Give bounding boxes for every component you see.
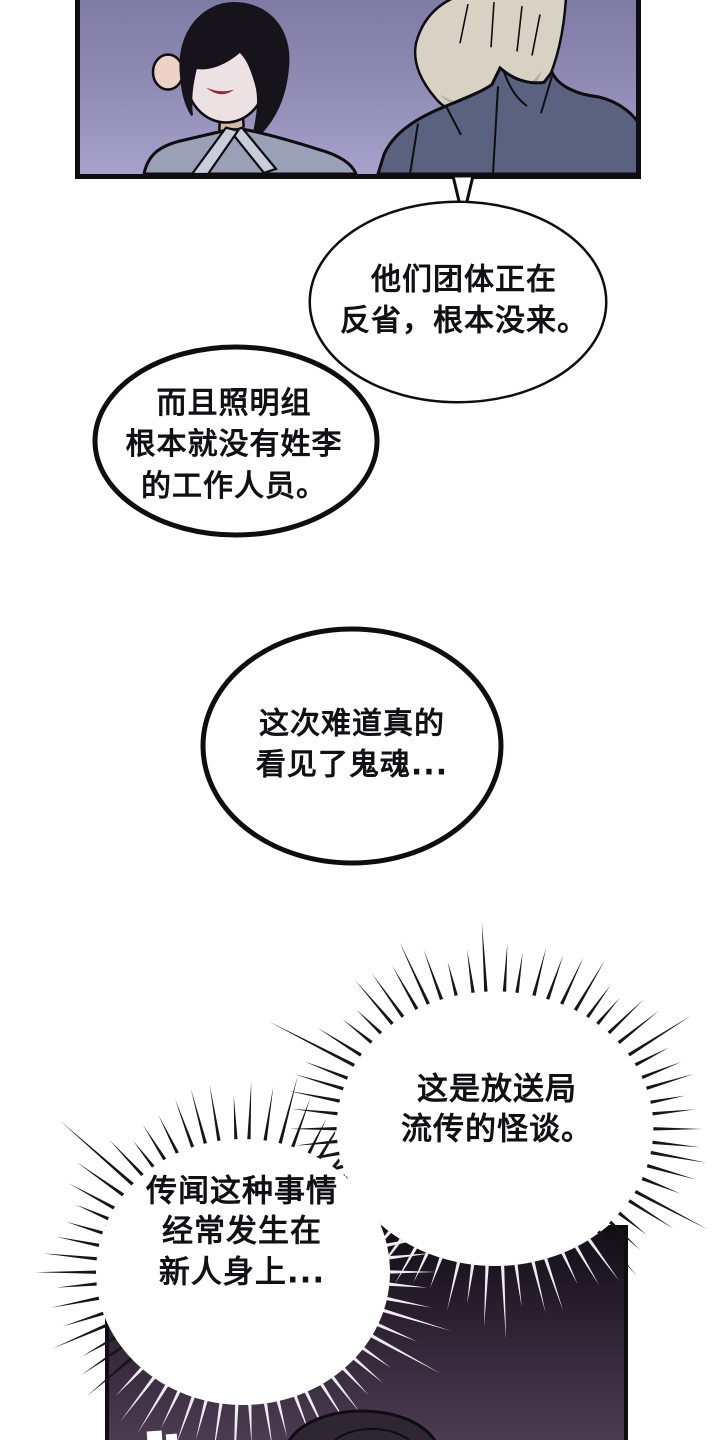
spiky-bubble-left-text: 传闻这种事情 经常发生在 新人身上... bbox=[146, 1172, 338, 1293]
speech-line: 新人身上... bbox=[158, 1254, 326, 1291]
speech-line: 经常发生在 bbox=[162, 1213, 322, 1250]
character-left bbox=[142, 2, 358, 174]
speech-bubble-1-text: 他们团体正在 反省，根本没来。 bbox=[340, 260, 588, 343]
speech-line: 看见了鬼魂... bbox=[255, 748, 449, 783]
character-right-jacket bbox=[376, 65, 636, 174]
scene-panel bbox=[75, 0, 641, 179]
speech-bubble-2-text: 而且照明组 根本就没有姓李 的工作人员。 bbox=[126, 383, 343, 507]
speech-line: 的工作人员。 bbox=[141, 468, 327, 504]
speech-line: 这是放送局 bbox=[417, 1071, 577, 1108]
speech-bubble-3-text: 这次难道真的 看见了鬼魂... bbox=[256, 704, 448, 787]
spiky-bubble-right-text: 这是放送局 流传的怪谈。 bbox=[401, 1070, 593, 1151]
speech-bubble-tail bbox=[451, 174, 475, 219]
speech-line: 他们团体正在 bbox=[371, 262, 557, 298]
speech-line: 传闻这种事情 bbox=[146, 1173, 338, 1210]
speech-line: 这次难道真的 bbox=[258, 706, 445, 742]
character-right-jacket-seams bbox=[409, 71, 553, 174]
character-left-lapel-left bbox=[190, 126, 240, 174]
character-left-hair bbox=[179, 2, 290, 143]
character-left-mouth bbox=[206, 87, 234, 95]
scene-art bbox=[142, 0, 636, 174]
speech-line: 而且照明组 bbox=[156, 385, 312, 421]
character-right bbox=[376, 0, 636, 174]
speech-line: 流传的怪谈。 bbox=[401, 1112, 593, 1148]
speech-line: 根本就没有姓李 bbox=[125, 427, 343, 463]
speech-line: 反省，根本没来。 bbox=[340, 304, 588, 339]
